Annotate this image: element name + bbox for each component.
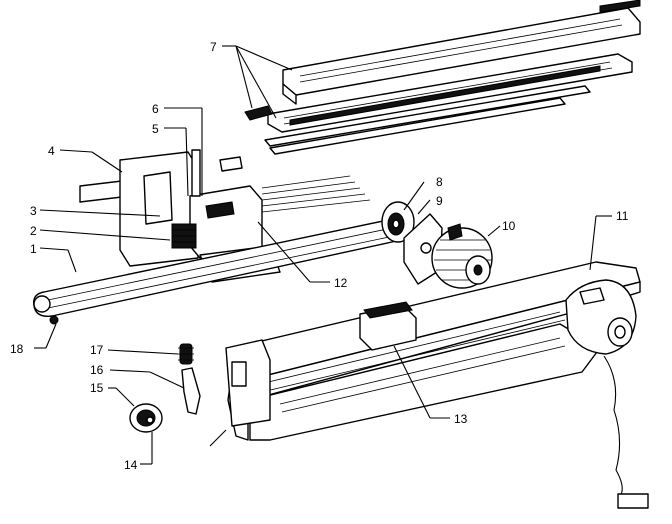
callout-13: 13 bbox=[454, 412, 468, 426]
callout-15: 15 bbox=[90, 381, 104, 395]
callout-2: 2 bbox=[30, 224, 37, 238]
small-parts bbox=[129, 343, 201, 433]
callout-9: 9 bbox=[436, 194, 443, 208]
callout-14: 14 bbox=[124, 458, 138, 472]
callout-7: 7 bbox=[210, 40, 217, 54]
callout-1: 1 bbox=[30, 242, 37, 256]
callout-12: 12 bbox=[334, 276, 348, 290]
pulley-wheel bbox=[129, 403, 163, 433]
main-base-frame bbox=[209, 261, 649, 509]
spring-part bbox=[178, 343, 194, 365]
upper-rail-assembly bbox=[244, 0, 641, 155]
callout-17: 17 bbox=[90, 343, 104, 357]
pulley-gear bbox=[381, 201, 415, 243]
callout-16: 16 bbox=[90, 363, 104, 377]
callout-5: 5 bbox=[152, 122, 159, 136]
leader-lines bbox=[34, 45, 612, 465]
lever-part bbox=[181, 367, 201, 415]
callout-8: 8 bbox=[436, 175, 443, 189]
callout-18: 18 bbox=[10, 342, 24, 356]
callout-4: 4 bbox=[48, 144, 55, 158]
motor-gear bbox=[431, 223, 493, 289]
callout-6: 6 bbox=[152, 102, 159, 116]
callout-3: 3 bbox=[30, 204, 37, 218]
callout-11: 11 bbox=[616, 209, 629, 223]
callout-labels: 1 2 3 4 5 6 7 8 9 10 11 12 13 14 15 16 1… bbox=[10, 40, 629, 472]
slider-block bbox=[359, 301, 417, 351]
callout-10: 10 bbox=[502, 219, 516, 233]
